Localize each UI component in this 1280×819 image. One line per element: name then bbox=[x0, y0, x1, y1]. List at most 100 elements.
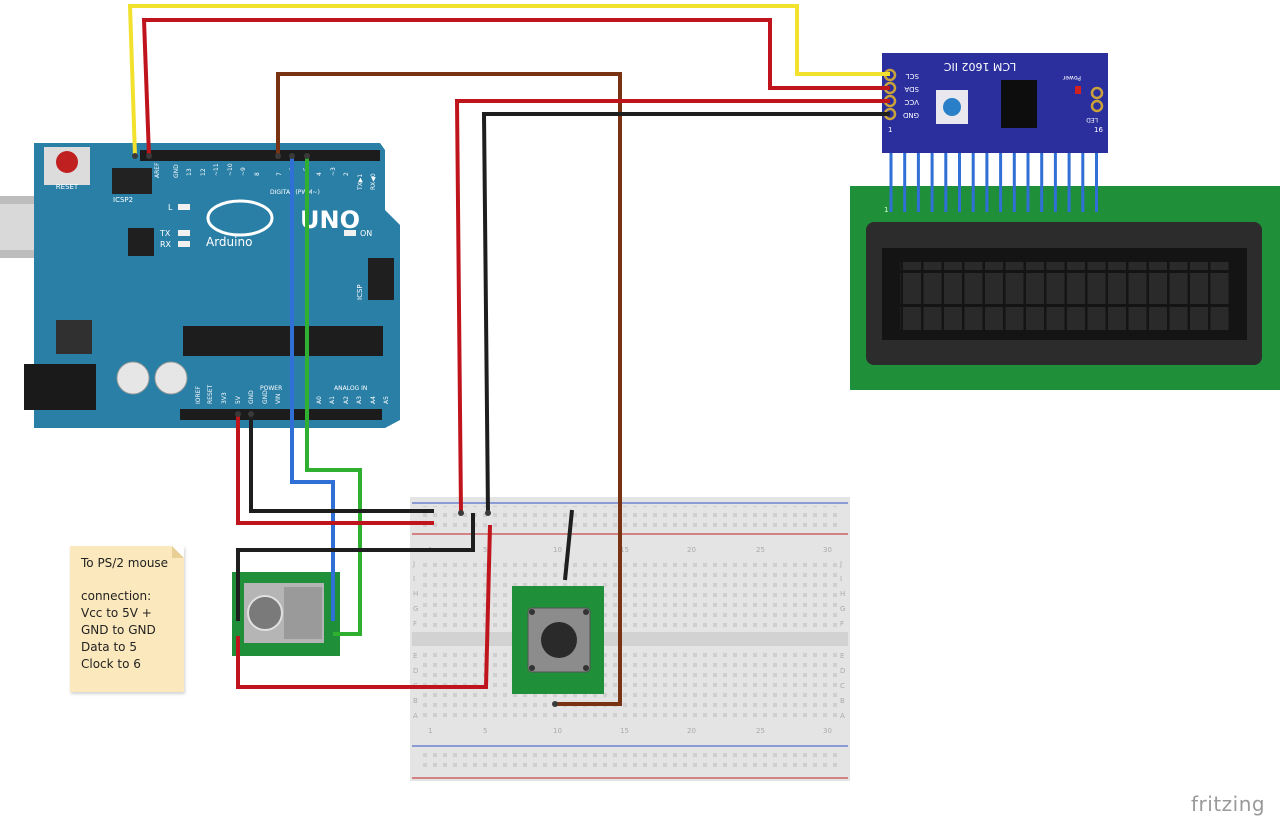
breadboard-row-label-left: A bbox=[413, 712, 418, 720]
pin-0-label: RX◀0 bbox=[370, 173, 377, 190]
breadboard-row-label-left: J bbox=[412, 560, 415, 568]
pin-ioref-label: IOREF bbox=[195, 386, 202, 404]
wire-black-ps2-gnd bbox=[236, 513, 475, 621]
breadboard-row-label-left: I bbox=[413, 575, 415, 583]
note-line: To PS/2 mouse bbox=[81, 556, 169, 570]
led-l-label: L bbox=[168, 203, 173, 212]
power-label: POWER bbox=[260, 385, 282, 392]
pin-aref-label: AREF bbox=[154, 162, 161, 178]
pin-vin-label: VIN bbox=[275, 394, 282, 404]
wire-red-ps2-vcc bbox=[236, 524, 492, 689]
pin-a3-label: A3 bbox=[356, 396, 363, 404]
breadboard-col-label-bottom: 15 bbox=[620, 727, 629, 735]
breadboard-col-label-bottom: 30 bbox=[823, 727, 832, 735]
note-line: Vcc to 5V + bbox=[81, 606, 152, 620]
pin-reset-label: RESET bbox=[207, 384, 214, 404]
i2c-sda-label: SDA bbox=[904, 85, 919, 93]
breadboard-col-label-top: 10 bbox=[553, 546, 562, 554]
i2c-title: LCM 1602 IIC bbox=[943, 60, 1016, 73]
pin-gnd2-label: GND bbox=[262, 390, 269, 404]
breadboard-row-label-left: G bbox=[413, 605, 418, 613]
wire-green-clock bbox=[305, 156, 362, 636]
pin-3v3-label: 3V3 bbox=[221, 392, 228, 404]
breadboard-row-label-right: A bbox=[840, 712, 845, 720]
breadboard-row-label-right: C bbox=[840, 682, 845, 690]
fritzing-watermark: fritzing bbox=[1191, 792, 1266, 816]
pin-2-label: 2 bbox=[343, 172, 350, 176]
breadboard-row-label-left: F bbox=[413, 620, 417, 628]
bottom-terminal-strip bbox=[422, 650, 842, 722]
wire-brown-pin7 bbox=[276, 72, 622, 706]
i2c-led-label: LED bbox=[1086, 116, 1098, 123]
pin-9-label: ~9 bbox=[240, 167, 247, 176]
push-button[interactable] bbox=[512, 586, 604, 694]
breadboard-row-label-right: E bbox=[840, 652, 844, 660]
pin-4-label: 4 bbox=[316, 172, 323, 176]
icsp2-label: ICSP2 bbox=[113, 196, 133, 204]
breadboard-row-label-right: F bbox=[840, 620, 844, 628]
pin-gnd1-label: GND bbox=[248, 390, 255, 404]
breadboard-row-label-right: D bbox=[840, 667, 845, 675]
top-terminal-strip bbox=[422, 558, 842, 630]
wire-ends bbox=[132, 153, 558, 707]
breadboard-col-label-top: 5 bbox=[483, 546, 487, 554]
top-power-rail bbox=[422, 506, 842, 528]
pin-10-label: ~10 bbox=[227, 163, 234, 176]
breadboard-row-label-left: D bbox=[413, 667, 418, 675]
pin-a0-label: A0 bbox=[316, 396, 323, 404]
pin-1-label: TX▶1 bbox=[357, 174, 364, 191]
i2c-module: LCM 1602 IIC Power LED SCL SDA VCC GND 1… bbox=[882, 53, 1108, 153]
breadboard-col-label-top: 25 bbox=[756, 546, 765, 554]
pin-5v-label: 5V bbox=[235, 395, 242, 404]
breadboard-col-label-bottom: 20 bbox=[687, 727, 696, 735]
ps2-connector bbox=[232, 572, 340, 656]
pin-8-label: 8 bbox=[254, 172, 261, 176]
arduino-wordmark: Arduino bbox=[206, 235, 252, 249]
i2c-gnd-label: GND bbox=[903, 111, 919, 119]
wire-red-vcc bbox=[454, 99, 890, 514]
pin-7-label: 7 bbox=[276, 172, 283, 176]
breadboard-col-label-bottom: 1 bbox=[428, 727, 432, 735]
breadboard-row-label-left: H bbox=[413, 590, 418, 598]
wire-red-5v bbox=[236, 414, 434, 525]
led-tx-label: TX bbox=[159, 229, 171, 238]
breadboard-col-label-bottom: 25 bbox=[756, 727, 765, 735]
note-line: GND to GND bbox=[81, 623, 156, 637]
pin-11-label: ~11 bbox=[213, 163, 220, 176]
lcd-display: 1 bbox=[850, 186, 1280, 390]
arduino-uno-board: RESET ICSP2 ICSP UNO Arduino L TX RX ON … bbox=[0, 143, 400, 428]
i2c-pin-first-label: 1 bbox=[888, 126, 892, 134]
breadboard-row-label-right: I bbox=[840, 575, 842, 583]
pin-a1-label: A1 bbox=[329, 396, 336, 404]
power-analog-header bbox=[180, 409, 382, 420]
wire-black-gnd bbox=[481, 112, 890, 514]
breadboard-col-label-bottom: 10 bbox=[553, 727, 562, 735]
breadboard-row-label-right: G bbox=[840, 605, 845, 613]
breadboard-col-label-top: 30 bbox=[823, 546, 832, 554]
digital-header bbox=[140, 150, 380, 161]
pin-gnd-label: GND bbox=[173, 164, 180, 178]
breadboard-row-label-right: B bbox=[840, 697, 845, 705]
breadboard-col-label-top: 20 bbox=[687, 546, 696, 554]
breadboard-col-label-bottom: 5 bbox=[483, 727, 487, 735]
breadboard-col-label-top: 15 bbox=[620, 546, 629, 554]
i2c-power-label: Power bbox=[1062, 74, 1081, 81]
pin-a4-label: A4 bbox=[370, 396, 377, 404]
wire-yellow-scl bbox=[127, 4, 890, 157]
icsp-label: ICSP bbox=[356, 284, 364, 300]
pin-a2-label: A2 bbox=[343, 396, 350, 404]
breadboard-row-label-right: H bbox=[840, 590, 845, 598]
digital-label: DIGITAL (PWM~) bbox=[270, 189, 320, 196]
led-on-label: ON bbox=[360, 229, 372, 238]
breadboard-row-label-right: J bbox=[839, 560, 842, 568]
led-rx-label: RX bbox=[160, 240, 172, 249]
bottom-power-rail bbox=[422, 751, 842, 773]
lcd-pin-first-label: 1 bbox=[884, 206, 888, 214]
wires bbox=[127, 4, 890, 706]
note-line: Clock to 6 bbox=[81, 657, 141, 671]
wire-red-sda bbox=[141, 18, 890, 157]
wire-black-arduino-gnd bbox=[249, 414, 434, 513]
pin-13-label: 13 bbox=[186, 168, 193, 176]
